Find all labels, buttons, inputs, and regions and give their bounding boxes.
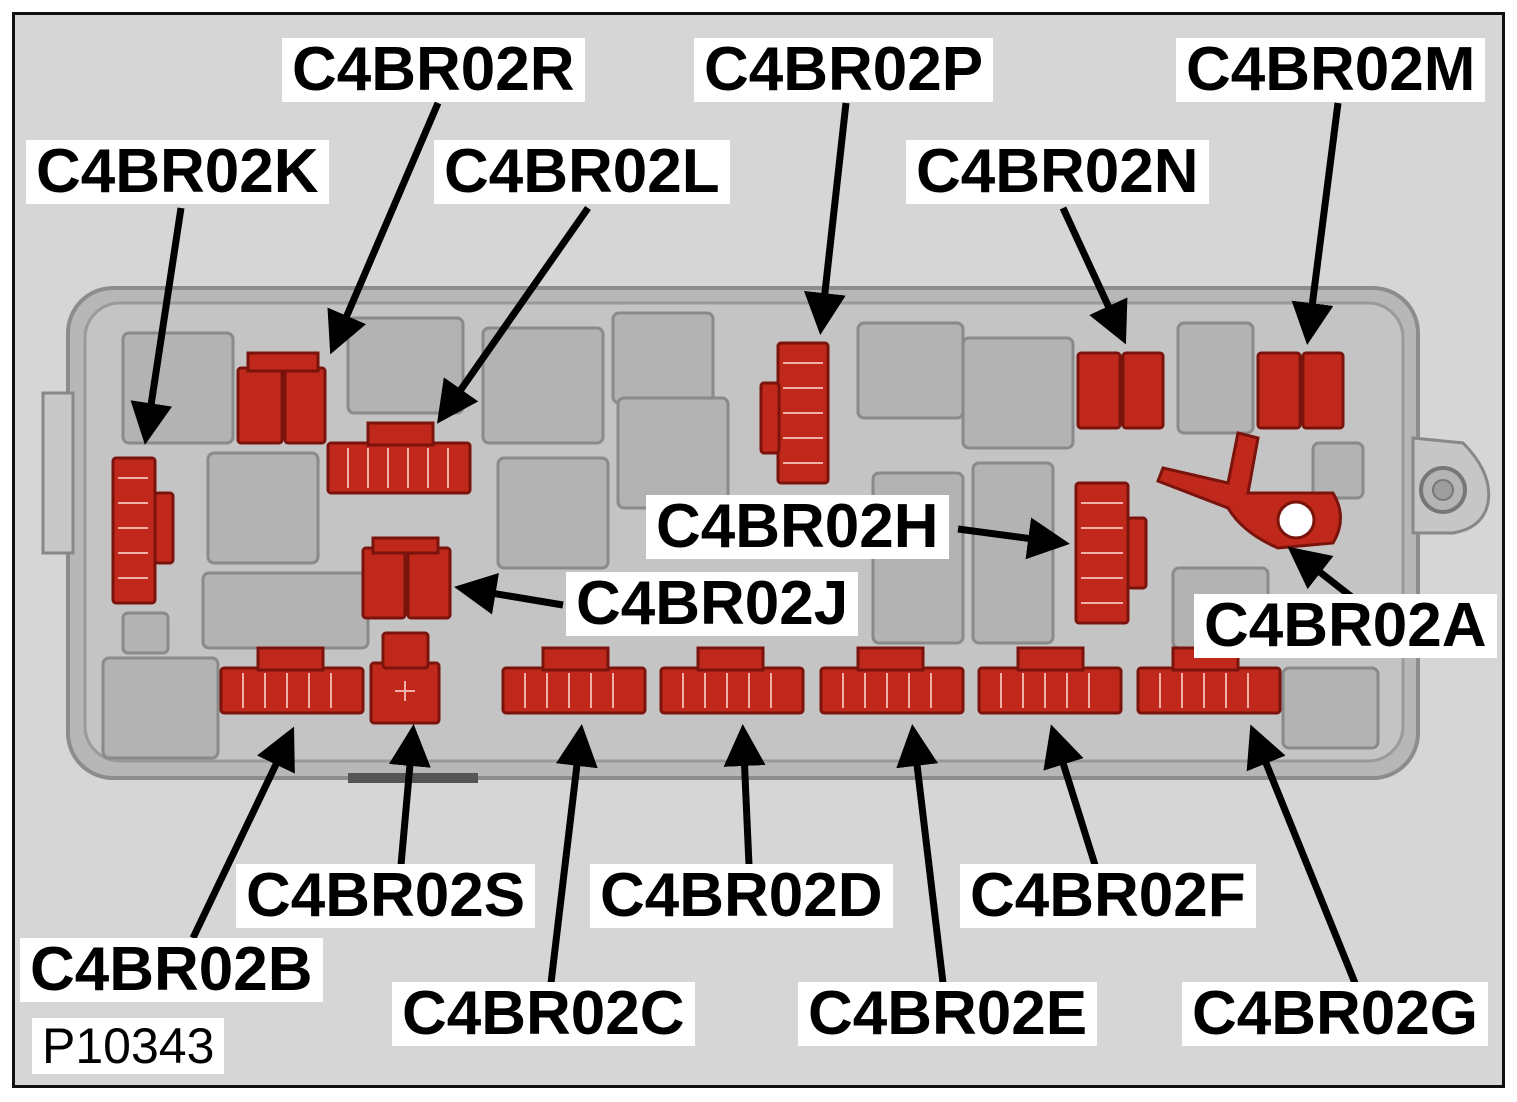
arrow-h (957, 517, 1070, 560)
label-c4br02r: C4BR02R (282, 38, 585, 102)
arrow-n (1059, 206, 1128, 345)
label-c4br02e: C4BR02E (798, 982, 1098, 1046)
connector-j (361, 536, 452, 620)
arrow-g (1246, 724, 1359, 985)
connector-f (977, 646, 1123, 715)
connectors (111, 341, 1345, 725)
arrow-d (723, 724, 766, 866)
arrow-j (454, 573, 564, 615)
label-c4br02g: C4BR02G (1182, 982, 1488, 1046)
connector-k (111, 456, 175, 605)
label-c4br02s: C4BR02S (236, 864, 536, 928)
label-c4br02j: C4BR02J (566, 572, 859, 636)
arrow-s (388, 724, 431, 866)
label-c4br02h: C4BR02H (646, 495, 949, 559)
label-c4br02m: C4BR02M (1176, 38, 1486, 102)
connector-d (659, 646, 805, 715)
label-c4br02k: C4BR02K (26, 140, 329, 204)
label-c4br02n: C4BR02N (906, 140, 1209, 204)
connector-l (326, 421, 472, 495)
label-c4br02c: C4BR02C (392, 982, 695, 1046)
connector-b (219, 646, 365, 715)
connector-g (1136, 646, 1282, 715)
connector-r (236, 351, 327, 445)
arrow-f (1043, 724, 1099, 867)
arrow-e (896, 724, 947, 984)
label-c4br02d: C4BR02D (590, 864, 893, 928)
pointer-arrows (130, 101, 1359, 985)
connector-a (1156, 431, 1342, 550)
connector-pins (118, 362, 1249, 708)
relay-blocks (101, 311, 1380, 760)
arrow-a (1287, 546, 1356, 601)
label-c4br02f: C4BR02F (960, 864, 1256, 928)
connector-c (501, 646, 647, 715)
arrow-k (130, 207, 185, 445)
connector-m (1256, 351, 1345, 430)
label-c4br02a: C4BR02A (1194, 594, 1497, 658)
figure-id: P10343 (32, 1018, 225, 1074)
label-c4br02p: C4BR02P (694, 38, 994, 102)
arrow-b (189, 726, 295, 940)
label-c4br02b: C4BR02B (20, 938, 323, 1002)
arrow-c (547, 724, 598, 984)
arrow-r (327, 101, 442, 355)
connector-e (819, 646, 965, 715)
arrow-p (803, 102, 850, 335)
connector-n (1076, 351, 1165, 430)
label-c4br02l: C4BR02L (434, 140, 730, 204)
arrow-l (436, 205, 591, 424)
arrow-m (1291, 102, 1342, 345)
